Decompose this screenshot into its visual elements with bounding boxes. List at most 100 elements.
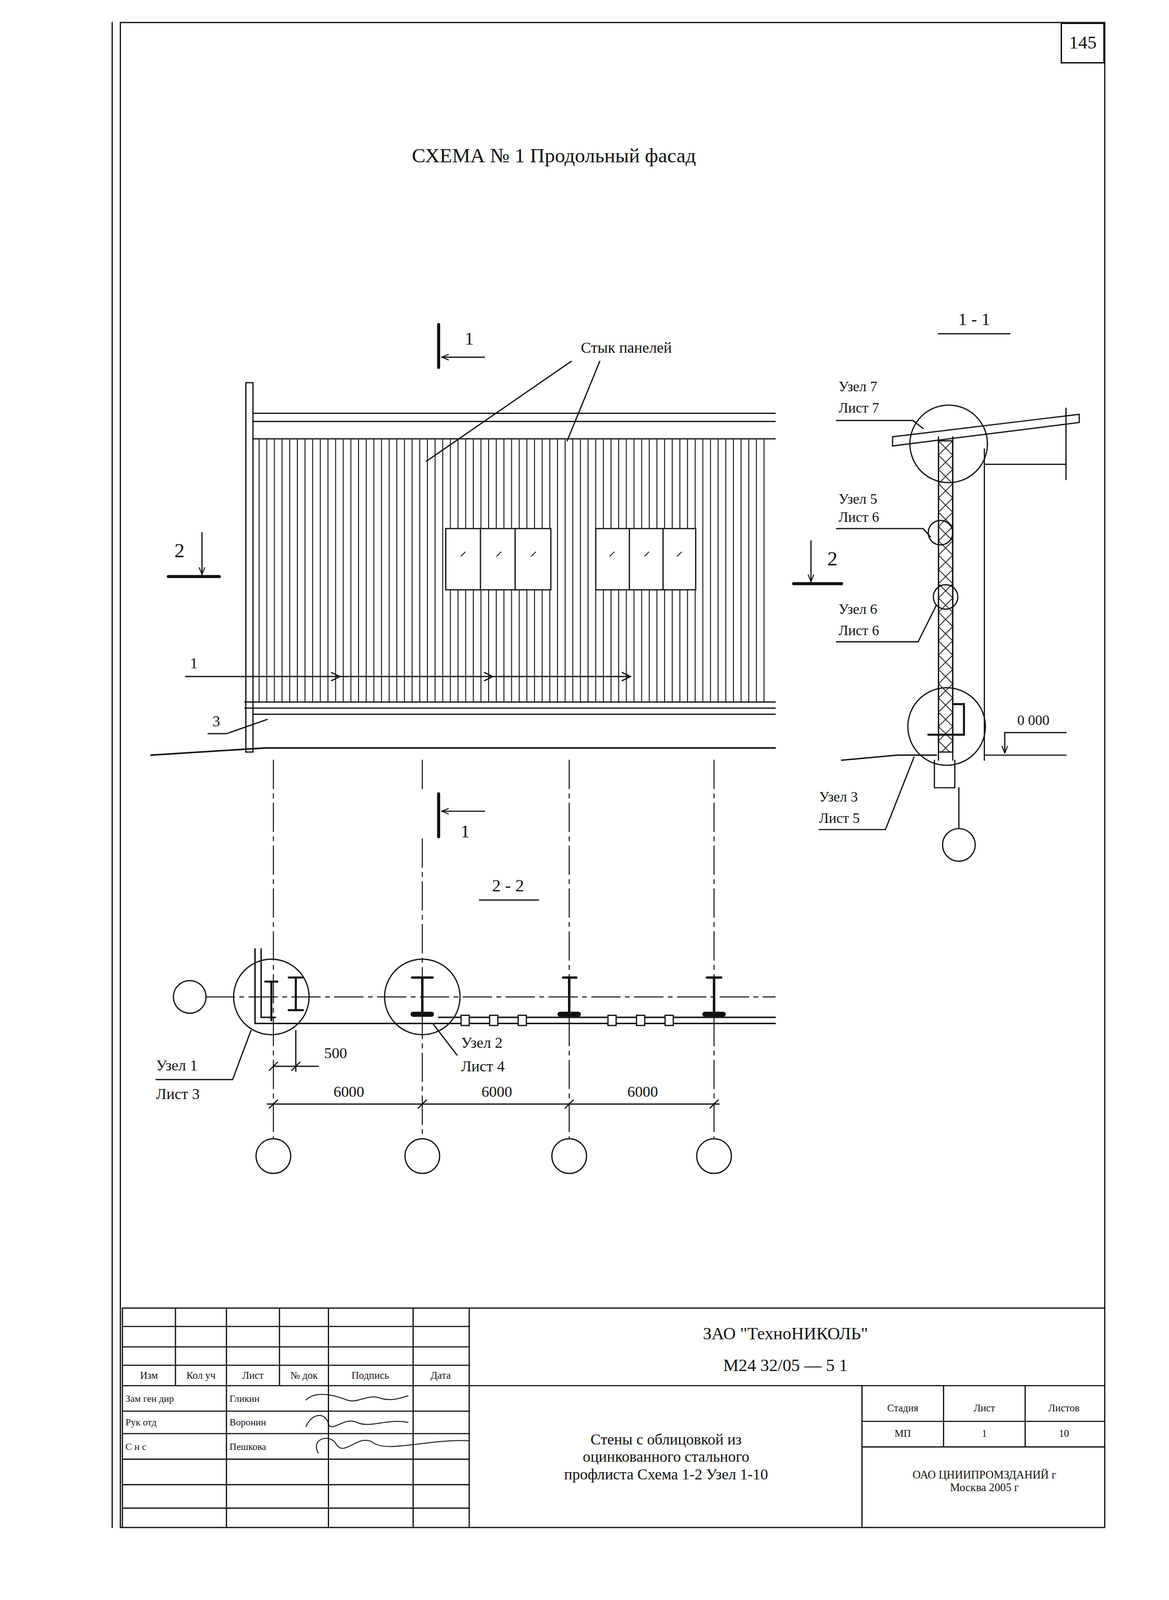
- title-block-cell: Лист: [973, 1401, 995, 1414]
- profile-rib: [342, 439, 344, 701]
- drawing-line: [984, 754, 1067, 756]
- drawing-line: [433, 1024, 457, 1056]
- drawing-line: [273, 760, 714, 1138]
- drawing-line: [305, 1393, 408, 1401]
- drawing-title: СХЕМА № 1 Продольный фасад: [412, 144, 697, 168]
- drawing-line: [958, 787, 960, 828]
- drawing-line: [206, 996, 776, 998]
- drawing-line: [819, 756, 914, 830]
- title-block-cell: Рук отд: [125, 1416, 157, 1428]
- drawing-line: [331, 672, 631, 681]
- drawing-line: [696, 1138, 732, 1174]
- drawing-line: [942, 828, 975, 862]
- profile-rib: [320, 439, 321, 701]
- title-block-cell: Стены с облицовкой из оцинкованного стал…: [548, 1430, 784, 1484]
- drawing-line: [233, 959, 310, 1035]
- drawing-label: Лист 3: [155, 1084, 200, 1103]
- drawing-line: [933, 584, 958, 610]
- title-block-cell: Кол уч: [186, 1369, 216, 1382]
- drawing-label: Лист 5: [819, 810, 860, 827]
- title-block-cell: С н с: [125, 1440, 147, 1453]
- drawing-line: [111, 22, 113, 1528]
- profile-rib: [258, 439, 260, 701]
- profile-rib: [557, 439, 558, 701]
- title-block-cell: Гликин: [229, 1392, 260, 1405]
- drawing-line: [384, 959, 461, 1035]
- profile-rib: [358, 439, 359, 701]
- drawing-line: [269, 1030, 319, 1072]
- drawing-line: [305, 1415, 408, 1427]
- drawing-line: [836, 528, 931, 537]
- drawing-line: [551, 1138, 587, 1174]
- drawing-line: [595, 528, 696, 590]
- drawing-line: [480, 528, 516, 590]
- title-block-cell: 1: [981, 1427, 987, 1440]
- drawing-label: 2 - 2: [492, 875, 524, 896]
- sheet-number-box: 145: [1060, 22, 1105, 64]
- title-block-cell: Листов: [1048, 1401, 1080, 1414]
- dimension-or-mark: 500: [324, 1043, 348, 1062]
- title-block-cell: ЗАО "ТехноНИКОЛЬ": [703, 1323, 869, 1344]
- drawing-line: [928, 520, 953, 545]
- drawing-label: Лист 4: [460, 1057, 505, 1075]
- drawing-label: Лист 6: [838, 509, 880, 526]
- profile-rib: [334, 439, 336, 701]
- title-block-cell: М24 32/05 — 5 1: [723, 1354, 848, 1375]
- drawing-line: [122, 1307, 1105, 1309]
- profile-rib: [748, 439, 750, 701]
- profile-rib: [740, 439, 742, 701]
- drawing-line: [185, 675, 631, 678]
- drawing-line: [244, 701, 776, 714]
- title-block-cell: Дата: [430, 1369, 452, 1382]
- drawing-line: [909, 405, 988, 483]
- profile-rib: [419, 439, 421, 701]
- drawing-line: [245, 382, 253, 752]
- profile-rib: [403, 439, 405, 701]
- dimension-or-mark: 1: [189, 654, 198, 672]
- title-block-cell: Пешкова: [229, 1440, 267, 1453]
- profile-rib: [572, 439, 574, 701]
- profile-rib: [702, 439, 704, 701]
- drawing-line: [150, 747, 776, 756]
- drawing-line: [907, 687, 986, 766]
- drawing-label: Узел 2: [460, 1033, 503, 1052]
- drawing-line: [252, 413, 776, 439]
- profile-rib: [717, 439, 719, 701]
- drawing-line: [265, 977, 303, 1021]
- drawing-line: [862, 1385, 1106, 1528]
- drawing-line: [441, 810, 485, 812]
- profile-rib: [709, 439, 711, 701]
- drawing-label: Лист 6: [838, 622, 880, 639]
- title-block-cell: Воронин: [229, 1416, 267, 1428]
- drawing-line: [173, 980, 207, 1014]
- drawing-line: [479, 333, 1010, 900]
- dimension-or-mark: 1: [460, 820, 470, 843]
- drawing-line: [445, 528, 551, 590]
- profile-rib: [732, 439, 734, 701]
- profile-rib: [381, 439, 383, 701]
- title-block-cell: Подпись: [351, 1369, 390, 1382]
- dimension-or-mark: 6000: [481, 1082, 513, 1101]
- drawing-line: [460, 552, 682, 557]
- drawing-label: Узел 7: [838, 378, 878, 395]
- profile-rib: [365, 439, 367, 701]
- title-block-cell: Изм: [140, 1369, 158, 1382]
- drawing-label: Узел 6: [838, 600, 878, 617]
- profile-rib: [296, 439, 298, 701]
- drawing-line: [984, 407, 1067, 480]
- drawing-line: [441, 356, 485, 358]
- drawing-label: Лист 7: [838, 399, 880, 417]
- profile-rib: [273, 439, 275, 701]
- profile-rib: [266, 439, 267, 701]
- drawing-line: [892, 414, 1080, 447]
- drawing-line: [267, 1099, 720, 1108]
- title-block-cell: Стадия: [887, 1401, 919, 1414]
- drawing-label: Узел 3: [819, 788, 858, 805]
- profile-rib: [411, 439, 413, 701]
- profile-rib: [289, 439, 291, 701]
- drawing-line: [938, 436, 985, 760]
- profile-rib: [388, 439, 390, 701]
- title-block-cell: МП: [894, 1427, 911, 1440]
- drawing-label: 1 - 1: [958, 309, 990, 330]
